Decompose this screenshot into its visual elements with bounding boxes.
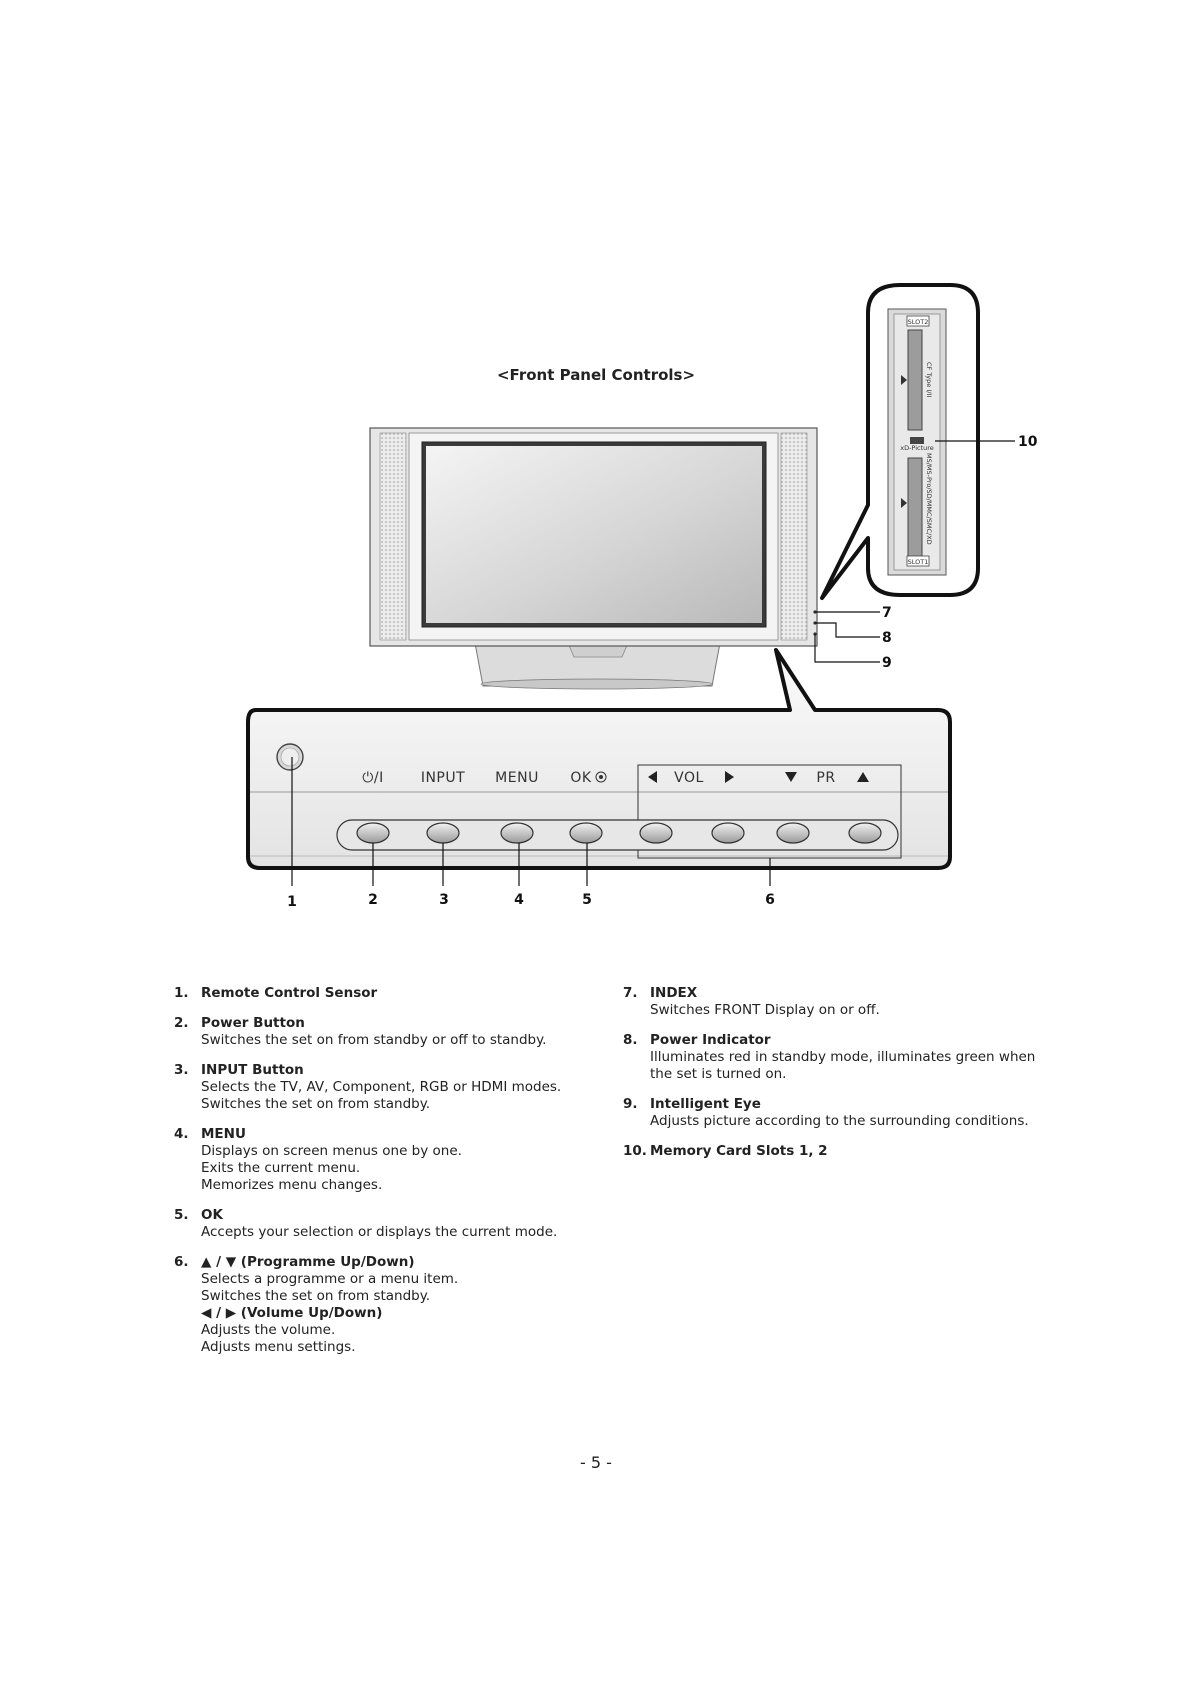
pr-up-button[interactable] (848, 822, 882, 844)
ok-circle-icon (595, 771, 607, 783)
input-button[interactable] (426, 822, 460, 844)
desc-item-input-button: 3. INPUT Button Selects the TV, AV, Comp… (174, 1062, 614, 1113)
panel-label-input: INPUT (421, 770, 465, 786)
item-title: INDEX (650, 985, 698, 1001)
tv-set (369, 427, 818, 690)
item-number: 2. (174, 1015, 189, 1031)
item-text: Switches the set on from standby or off … (201, 1032, 547, 1048)
slot2-label: SLOT2 (908, 318, 929, 326)
item-text: Selects a programme or a menu item. (201, 1271, 459, 1287)
desc-item-remote-sensor: 1. Remote Control Sensor (174, 985, 614, 1002)
item-number: 1. (174, 985, 189, 1001)
item-title: Intelligent Eye (650, 1096, 761, 1112)
item-text: Adjusts the volume. (201, 1322, 336, 1338)
panel-label-pr: PR (816, 770, 835, 786)
pr-down-button[interactable] (776, 822, 810, 844)
panel-label-ok: OK (570, 770, 592, 786)
item-text: Switches the set on from standby. (201, 1096, 431, 1112)
front-panel-diagram: SLOT2 CF Type I/II xD-Picture MS/MS-Pro/… (246, 283, 1038, 910)
item-title: ▲ / ▼ (Programme Up/Down) (201, 1254, 415, 1270)
desc-item-index: 7. INDEX Switches FRONT Display on or of… (623, 985, 1053, 1019)
power-button[interactable] (356, 822, 390, 844)
panel-label-vol: VOL (674, 770, 704, 786)
item-text: the set is turned on. (650, 1066, 787, 1082)
item-title: ◀ / ▶ (Volume Up/Down) (201, 1305, 383, 1321)
desc-item-menu: 4. MENU Displays on screen menus one by … (174, 1126, 614, 1194)
item-text: Exits the current menu. (201, 1160, 361, 1176)
slot2-arrow-icon (901, 375, 907, 385)
item-text: Selects the TV, AV, Component, RGB or HD… (201, 1079, 562, 1095)
xd-logo-text: xD-Picture (900, 444, 934, 452)
control-panel-callout: ⏻/I INPUT MENU OK VOL PR (246, 648, 952, 870)
callout-6: 6 (765, 892, 775, 908)
callout-1: 1 (287, 894, 297, 910)
item-title: INPUT Button (201, 1062, 304, 1078)
item-title: Remote Control Sensor (201, 985, 378, 1001)
callout-5: 5 (582, 892, 592, 908)
item-text: Adjusts menu settings. (201, 1339, 356, 1355)
diagram-caption: <Front Panel Controls> (496, 366, 696, 384)
item-text: Adjusts picture according to the surroun… (650, 1113, 1029, 1129)
item-title: MENU (201, 1126, 246, 1142)
button-rail (336, 819, 899, 851)
desc-item-ok: 5. OK Accepts your selection or displays… (174, 1207, 614, 1241)
vol-down-button[interactable] (639, 822, 673, 844)
item-text: Displays on screen menus one by one. (201, 1143, 462, 1159)
item-text: Memorizes menu changes. (201, 1177, 383, 1193)
slot1-label: SLOT1 (908, 558, 929, 566)
item-title: Power Indicator (650, 1032, 771, 1048)
panel-label-menu: MENU (495, 770, 539, 786)
item-number: 6. (174, 1254, 189, 1270)
tv-screen (426, 446, 762, 623)
item-number: 4. (174, 1126, 189, 1142)
desc-item-intelligent-eye: 9. Intelligent Eye Adjusts picture accor… (623, 1096, 1053, 1130)
item-text: Illuminates red in standby mode, illumin… (650, 1049, 1036, 1065)
callout-8: 8 (882, 630, 892, 646)
power-symbol: ⏻/I (362, 770, 383, 786)
desc-item-power-indicator: 8. Power Indicator Illuminates red in st… (623, 1032, 1053, 1083)
callout-10: 10 (1018, 434, 1038, 450)
item-number: 7. (623, 985, 638, 1001)
item-number: 3. (174, 1062, 189, 1078)
desc-item-power-button: 2. Power Button Switches the set on from… (174, 1015, 614, 1049)
menu-button[interactable] (500, 822, 534, 844)
vol-right-arrow-icon (725, 771, 734, 783)
item-text: Accepts your selection or displays the c… (201, 1224, 558, 1240)
desc-item-programme-volume: 6. ▲ / ▼ (Programme Up/Down) Selects a p… (174, 1254, 614, 1356)
pr-up-arrow-icon (857, 772, 869, 782)
item-number: 5. (174, 1207, 189, 1223)
xd-logo-icon (910, 437, 924, 444)
item-number: 8. (623, 1032, 638, 1048)
callout-9: 9 (882, 655, 892, 671)
vol-up-button[interactable] (711, 822, 745, 844)
item-text: Switches the set on from standby. (201, 1288, 431, 1304)
slot1-type: MS/MS-Pro/SD/MMC/SMC/XD (925, 453, 933, 545)
vol-left-arrow-icon (648, 771, 657, 783)
descriptions-right: 7. INDEX Switches FRONT Display on or of… (623, 985, 1053, 1173)
item-number: 9. (623, 1096, 638, 1112)
item-title: Memory Card Slots 1, 2 (650, 1143, 828, 1159)
descriptions-left: 1. Remote Control Sensor 2. Power Button… (174, 985, 614, 1369)
callout-2: 2 (368, 892, 378, 908)
pr-down-arrow-icon (785, 772, 797, 782)
item-text: Switches FRONT Display on or off. (650, 1002, 880, 1018)
slot2-type: CF Type I/II (925, 362, 933, 397)
callout-7: 7 (882, 605, 892, 621)
card-slot-callout: SLOT2 CF Type I/II xD-Picture MS/MS-Pro/… (820, 283, 980, 600)
item-number: 10. (623, 1143, 647, 1159)
item-title: Power Button (201, 1015, 305, 1031)
desc-item-memory-card-slots: 10. Memory Card Slots 1, 2 (623, 1143, 1053, 1160)
page-number: - 5 - (580, 1453, 612, 1472)
item-title: OK (201, 1207, 223, 1223)
slot1-arrow-icon (901, 498, 907, 508)
callout-4: 4 (514, 892, 524, 908)
ok-button[interactable] (569, 822, 603, 844)
callout-3: 3 (439, 892, 449, 908)
